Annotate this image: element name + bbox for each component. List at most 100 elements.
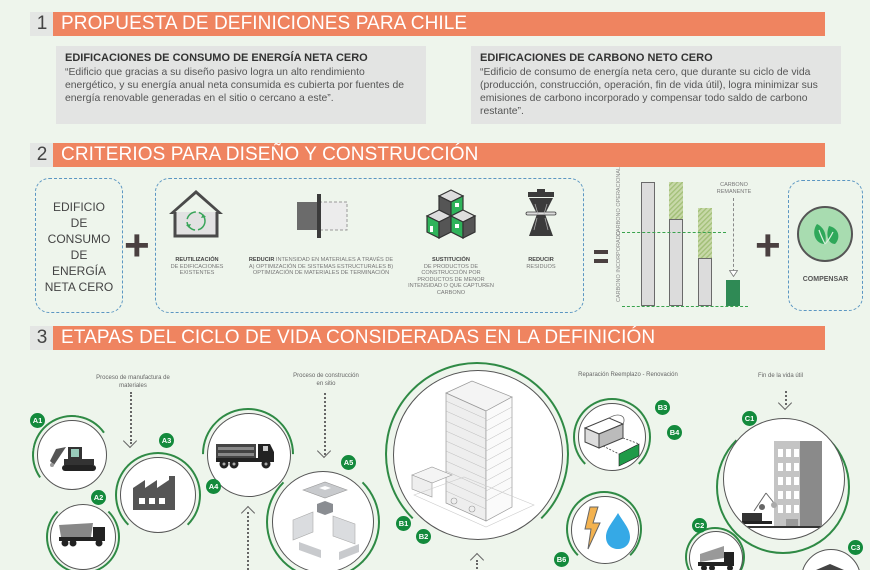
badge-a1: A1 xyxy=(30,413,45,428)
facade-replacement-icon xyxy=(583,414,640,467)
section-3-title: ETAPAS DEL CICLO DE VIDA CONSIDERADAS EN… xyxy=(53,326,825,350)
criterion-text: RESIDUOS xyxy=(526,263,556,270)
definition-text: “Edificio de consumo de energía neta cer… xyxy=(480,67,818,117)
criterion-bold: REUTILIZACIÓN xyxy=(175,257,219,263)
chevron-down-icon xyxy=(122,433,138,449)
chevron-down-icon xyxy=(316,443,332,459)
baseline-line xyxy=(622,306,748,307)
flatbed-truck-icon xyxy=(216,444,274,469)
bar-total-carbon xyxy=(641,182,655,306)
definition-title: EDIFICACIONES DE CONSUMO DE ENERGÍA NETA… xyxy=(65,52,368,64)
stage-arc xyxy=(46,500,120,570)
energy-water-icon xyxy=(584,506,630,550)
label-repair-process: Reparación Reemplazo - Renovación xyxy=(578,372,678,378)
landfill-icon xyxy=(816,564,844,570)
bar-after-operational-reduction xyxy=(669,219,683,306)
stage-a4-circle[interactable] xyxy=(207,413,291,497)
stage-arc xyxy=(566,491,642,567)
stage-b6-circle[interactable] xyxy=(571,496,639,564)
definition-text: “Edificio que gracias a su diseño pasivo… xyxy=(65,67,405,104)
compensate-label: COMPENSAR xyxy=(802,276,849,283)
stage-c2-circle[interactable] xyxy=(689,531,743,570)
house-recycle-icon xyxy=(169,190,223,238)
stage-arc xyxy=(716,420,850,554)
definition-net-zero-carbon: EDIFICACIONES DE CARBONO NETO CERO “Edif… xyxy=(471,46,841,124)
definition-title: EDIFICACIONES DE CARBONO NETO CERO xyxy=(480,52,713,64)
box-line: NETA CERO xyxy=(44,280,114,294)
section-1-title: PROPUESTA DE DEFINICIONES PARA CHILE xyxy=(53,12,825,36)
stage-a5-circle[interactable] xyxy=(272,471,374,570)
dotted-arrow-line xyxy=(247,512,249,570)
bar-reduced-incorporated xyxy=(698,208,712,259)
stage-a1-circle[interactable] xyxy=(37,420,107,490)
office-tower-icon xyxy=(411,380,535,528)
criteria-box xyxy=(155,178,584,313)
factory-icon xyxy=(133,476,175,510)
stage-a2-circle[interactable] xyxy=(50,504,116,570)
box-line: CONSUMO xyxy=(47,232,111,246)
modular-cubes-icon xyxy=(425,189,477,239)
badge-b6: B6 xyxy=(554,552,569,567)
section-1-number: 1 xyxy=(30,12,54,36)
criterion-text: DE EDIFICACIONES EXISTENTES xyxy=(170,263,224,277)
net-zero-energy-building-box: EDIFICIO DE CONSUMO DE ENERGÍA NETA CERO xyxy=(35,178,123,313)
criterion-bold: SUSTITUCIÓN xyxy=(432,257,470,263)
badge-b3: B3 xyxy=(655,400,670,415)
compensate-box xyxy=(788,180,863,311)
operational-threshold-line xyxy=(622,232,726,233)
badge-b2: B2 xyxy=(416,529,431,544)
criterion-text: DE PRODUCTOS DE CONSTRUCCIÓN POR PRODUCT… xyxy=(408,263,494,296)
criterion-text: INTENSIDAD EN MATERIALES A TRAVÉS DE A) … xyxy=(248,257,394,277)
badge-b1: B1 xyxy=(396,516,411,531)
dotted-arrow-line xyxy=(785,391,787,405)
badge-a5: A5 xyxy=(341,455,356,470)
badge-a2: A2 xyxy=(91,490,106,505)
stage-c3-circle[interactable] xyxy=(801,549,861,570)
trash-bin-icon xyxy=(525,189,557,236)
badge-c2: C2 xyxy=(692,518,707,533)
box-line: DE xyxy=(70,216,88,230)
dotted-arrow-line xyxy=(476,560,478,570)
definition-net-zero-energy: EDIFICACIONES DE CONSUMO DE ENERGÍA NETA… xyxy=(56,46,426,124)
label-remaining-carbon: CARBONO REMANENTE xyxy=(716,182,752,195)
label-operational-carbon: CARBONO OPERACIONAL xyxy=(616,166,622,236)
plus-symbol-2: + xyxy=(755,221,781,270)
dotted-arrow-line xyxy=(324,393,326,455)
badge-a3: A3 xyxy=(159,433,174,448)
box-line: ENERGÍA xyxy=(51,264,106,278)
badge-b4: B4 xyxy=(667,425,682,440)
remaining-arrow-line xyxy=(733,198,734,272)
stage-arc xyxy=(115,452,201,538)
section-2-title: CRITERIOS PARA DISEÑO Y CONSTRUCCIÓN xyxy=(53,143,825,167)
equals-symbol xyxy=(594,250,608,263)
criterion-bold: REDUCIR xyxy=(528,257,554,263)
label-incorporated-carbon: CARBONO INCORPORADO xyxy=(616,231,622,302)
box-line: EDIFICIO xyxy=(52,200,105,214)
haul-truck-icon xyxy=(698,546,734,570)
stage-c1-circle[interactable] xyxy=(723,418,845,540)
criterion-bold: REDUCIR xyxy=(248,257,275,263)
bar-after-incorporated-reduction xyxy=(698,258,712,306)
stage-b1-circle[interactable] xyxy=(393,370,563,540)
stage-arc xyxy=(685,527,745,570)
badge-c1: C1 xyxy=(742,411,757,426)
stage-b3-circle[interactable] xyxy=(578,403,646,471)
stage-arc xyxy=(385,362,569,546)
criterion-reduce-materials: REDUCIR INTENSIDAD EN MATERIALES A TRAVÉ… xyxy=(246,257,396,277)
stage-a3-circle[interactable] xyxy=(120,457,196,533)
bar-reduced-operational xyxy=(669,182,683,220)
demolition-icon xyxy=(734,441,832,528)
label-end-of-life: Fin de la vida útil xyxy=(757,373,804,379)
arrow-down-icon xyxy=(729,270,738,277)
bar-remaining-carbon xyxy=(726,280,740,306)
badge-c3: C3 xyxy=(848,540,863,555)
stage-arc xyxy=(573,398,651,476)
dump-truck-icon xyxy=(59,523,105,547)
box-line: DE xyxy=(70,248,88,262)
excavator-icon xyxy=(50,447,96,471)
plus-symbol: + xyxy=(124,221,150,270)
construction-site-icon xyxy=(292,481,359,560)
